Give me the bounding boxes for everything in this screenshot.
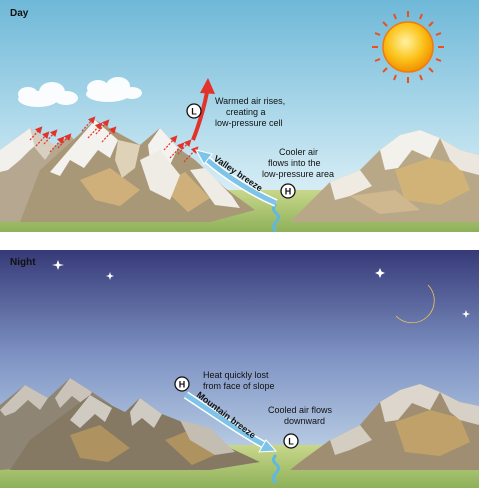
sun-icon: [372, 11, 444, 83]
cooled-air-line-2: downward: [284, 416, 325, 426]
warm-air-arrowhead: [200, 78, 215, 94]
cool-air-line-2: flows into the: [268, 158, 321, 168]
warm-air-rising-arrow: [191, 91, 209, 141]
cloud-icon: [18, 77, 142, 107]
day-panel: Valley breeze L H Day Warmed air rises, …: [0, 0, 479, 234]
warm-air-caption: Warmed air rises, creating a low-pressur…: [215, 96, 288, 128]
night-right-mountains: [290, 384, 479, 470]
heat-rising-arrows: [29, 116, 199, 163]
day-right-mountains: [290, 130, 479, 222]
heat-lost-line-2: from face of slope: [203, 381, 275, 391]
cooled-air-caption: Cooled air flows downward: [268, 405, 335, 426]
night-title: Night: [10, 257, 36, 268]
star-icon: [52, 260, 470, 318]
day-left-mountains: [0, 120, 255, 222]
moon-icon: [395, 284, 435, 324]
night-panel: Mountain breeze H L Night Heat quickly l…: [0, 250, 479, 488]
warm-air-line-3: low-pressure cell: [215, 118, 283, 128]
svg-text:L: L: [191, 107, 197, 117]
day-high-pressure-marker: H: [280, 183, 296, 199]
svg-text:L: L: [288, 437, 294, 447]
heat-lost-caption: Heat quickly lost from face of slope: [203, 370, 275, 391]
svg-text:H: H: [179, 380, 186, 390]
warm-air-line-1: Warmed air rises,: [215, 96, 285, 106]
cool-air-caption: Cooler air flows into the low-pressure a…: [262, 147, 334, 179]
cool-air-line-3: low-pressure area: [262, 169, 334, 179]
night-high-pressure-marker: H: [174, 376, 190, 392]
day-river: [272, 202, 280, 234]
heat-lost-line-1: Heat quickly lost: [203, 370, 269, 380]
night-low-pressure-marker: L: [283, 433, 299, 449]
warm-air-line-2: creating a: [226, 107, 266, 117]
panel-divider: [0, 232, 479, 250]
cool-air-line-1: Cooler air: [279, 147, 318, 157]
night-river: [272, 453, 280, 485]
day-low-pressure-marker: L: [186, 103, 202, 119]
cooled-air-line-1: Cooled air flows: [268, 405, 333, 415]
day-title: Day: [10, 8, 29, 19]
svg-text:H: H: [285, 187, 292, 197]
night-left-mountains: [0, 378, 260, 470]
